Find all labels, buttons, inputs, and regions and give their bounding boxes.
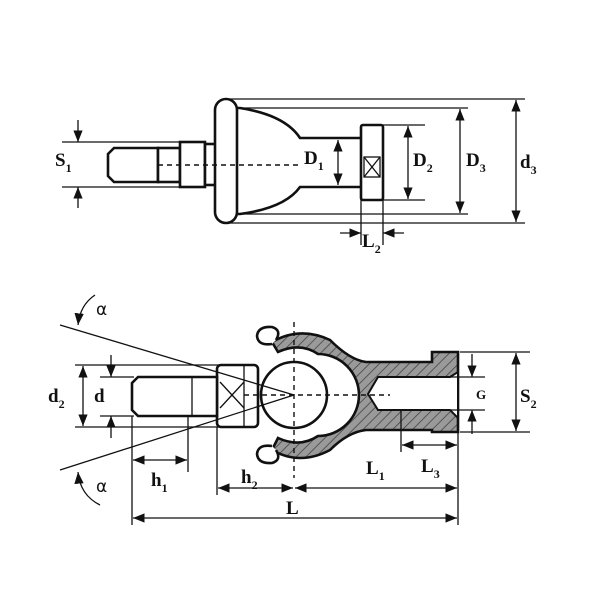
angle-alpha-top: α <box>74 294 107 326</box>
ear-top <box>255 325 280 346</box>
svg-text:h2: h2 <box>241 467 258 492</box>
dimension-h2: h2 <box>216 427 293 495</box>
svg-text:d: d <box>94 386 105 407</box>
dimension-G: G <box>450 354 486 434</box>
svg-text:α: α <box>96 477 107 497</box>
dimension-D2: D2 <box>383 124 433 201</box>
svg-text:S1: S1 <box>55 150 72 175</box>
svg-text:L3: L3 <box>421 456 440 481</box>
ear-bottom <box>255 444 280 465</box>
nut <box>359 123 385 202</box>
svg-text:D3: D3 <box>466 150 486 175</box>
hex-collar <box>178 140 207 189</box>
nut-cross-icon <box>363 156 381 178</box>
angle-line-bottom <box>59 394 295 471</box>
svg-text:L: L <box>286 498 299 519</box>
hex-cross-icon <box>219 365 245 427</box>
dimension-d: d <box>94 355 134 438</box>
housing-section <box>270 332 460 460</box>
dimension-d3: d3 <box>226 98 537 224</box>
dimension-L2: L2 <box>340 200 404 256</box>
bell-housing <box>234 106 364 216</box>
dimension-L3: L3 <box>400 410 457 481</box>
svg-text:L2: L2 <box>362 231 381 256</box>
dimension-d2: d2 <box>48 364 220 428</box>
svg-text:d3: d3 <box>520 152 537 177</box>
dimension-D3: D3 <box>240 107 486 215</box>
svg-text:α: α <box>96 300 107 320</box>
dimension-L: L <box>133 498 457 523</box>
svg-text:S2: S2 <box>520 386 537 411</box>
flange <box>213 97 239 225</box>
dimension-h1: h1 <box>131 416 189 525</box>
bore <box>366 370 459 421</box>
dimension-L1: L1 <box>295 432 459 525</box>
angle-line-top <box>59 324 295 396</box>
section-view: α α d2 d h1 h2 L1 L3 L <box>48 294 537 525</box>
svg-text:G: G <box>476 387 486 402</box>
dimension-D1: D1 <box>304 140 343 185</box>
angle-alpha-bottom: α <box>74 471 107 506</box>
svg-text:d2: d2 <box>48 386 65 411</box>
dimension-S2: S2 <box>460 351 537 433</box>
threaded-stud <box>130 375 219 418</box>
svg-text:L1: L1 <box>366 458 385 483</box>
svg-text:D2: D2 <box>413 150 433 175</box>
svg-text:h1: h1 <box>151 470 168 495</box>
top-view: S1 D1 D2 D3 d3 L2 <box>55 97 537 256</box>
svg-text:D1: D1 <box>304 148 324 173</box>
threaded-stub <box>106 146 160 184</box>
dimension-S1: S1 <box>55 120 180 208</box>
